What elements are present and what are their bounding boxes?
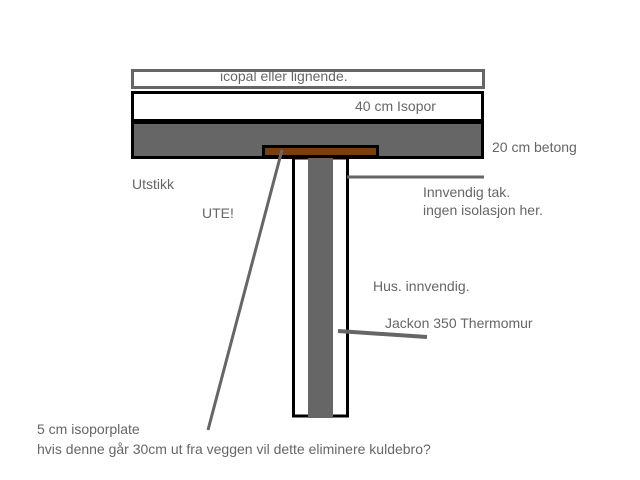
label-question: hvis denne går 30cm ut fra veggen vil de… (37, 441, 431, 457)
label-ute: UTE! (202, 205, 234, 221)
pointer-isoporplate (206, 149, 284, 431)
label-ingen-isolasjon: ingen isolasjon her. (423, 202, 543, 218)
wall-concrete-core (308, 158, 333, 418)
label-betong: 20 cm betong (492, 139, 577, 155)
label-utstikk: Utstikk (132, 176, 174, 192)
icopal-layer (131, 69, 485, 89)
label-hus: Hus. innvendig. (373, 278, 470, 294)
label-icopal: icopal eller lignende. (220, 68, 348, 84)
isopor-layer (131, 91, 484, 122)
label-isoporplate: 5 cm isoporplate (37, 421, 140, 437)
label-isopor: 40 cm Isopor (355, 98, 436, 114)
label-innvendig-tak: Innvendig tak. (423, 184, 511, 200)
label-jackon: Jackon 350 Thermomur (385, 315, 533, 331)
pointer-jackon (337, 329, 428, 339)
